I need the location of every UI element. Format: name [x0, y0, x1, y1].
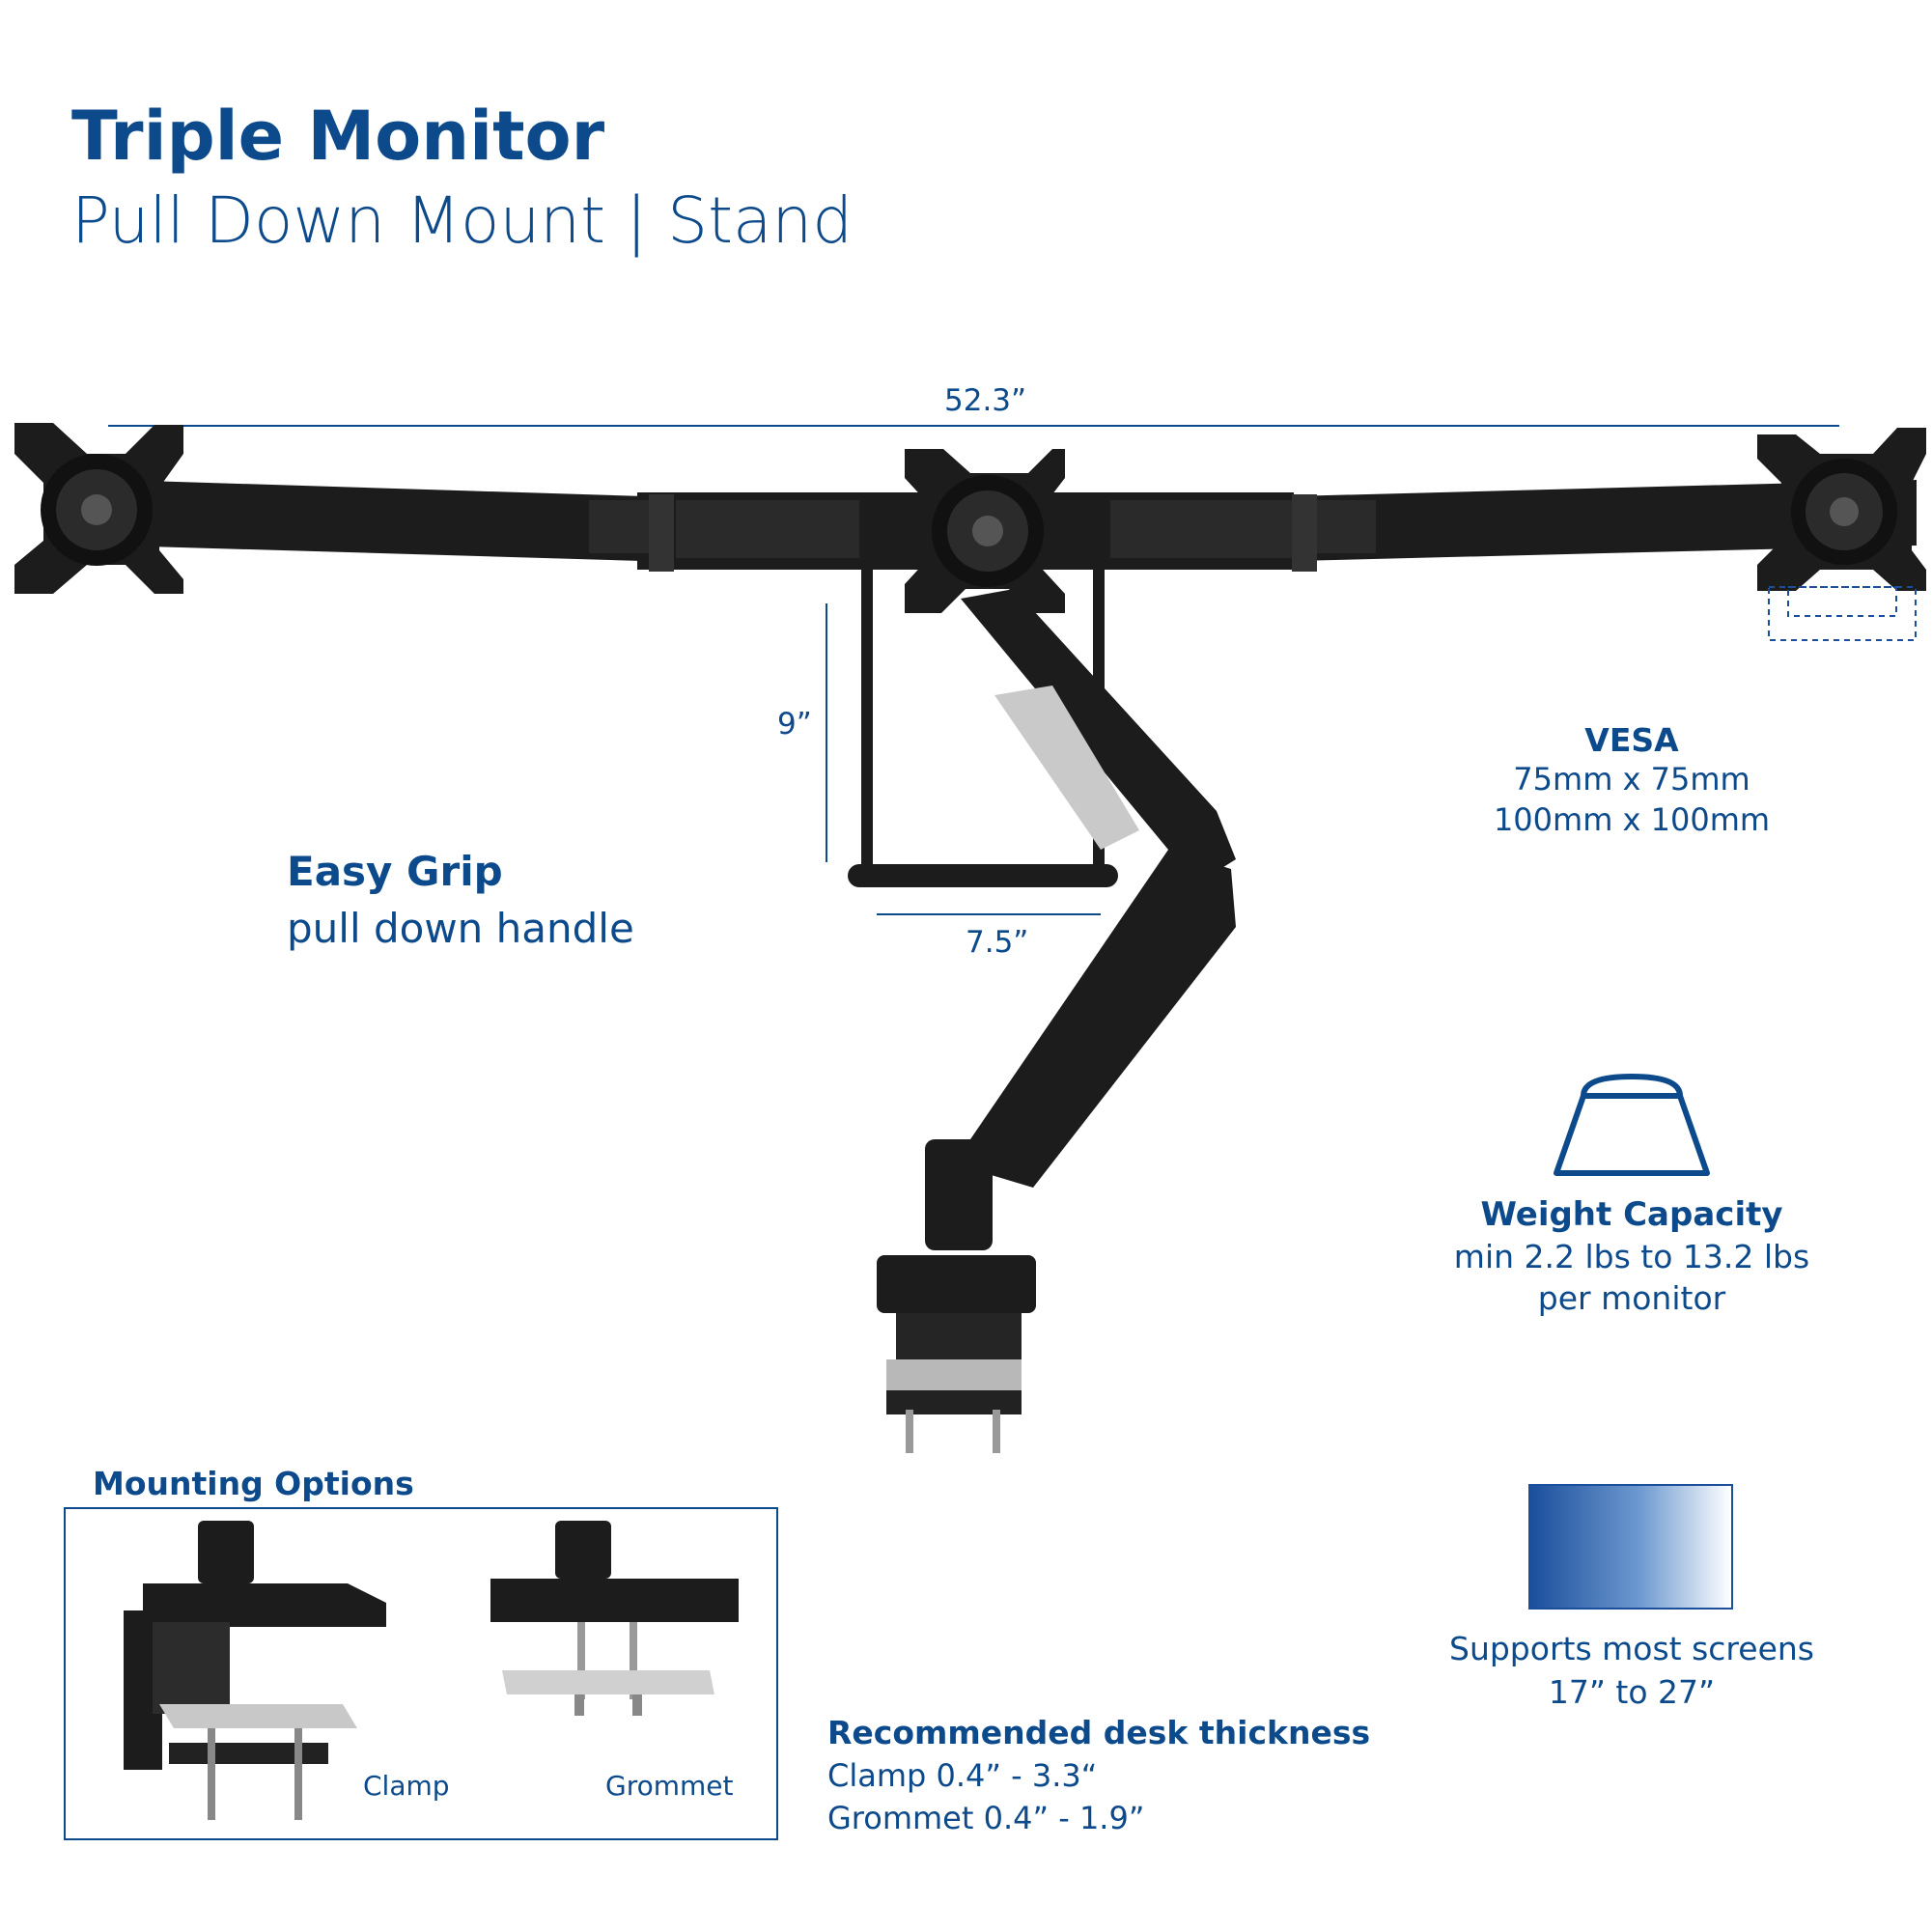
grommet-thickness: Grommet 0.4” - 1.9” [827, 1800, 1145, 1836]
vesa-plate-right [1757, 428, 1926, 591]
screen-support-text: Supports most screens [1449, 1630, 1814, 1667]
weight-capacity-title: Weight Capacity [1480, 1195, 1783, 1234]
weight-capacity-range: min 2.2 lbs to 13.2 lbs [1453, 1238, 1810, 1275]
width-dimension-label: 52.3” [944, 383, 1027, 418]
clamp-thickness: Clamp 0.4” - 3.3“ [827, 1757, 1098, 1794]
screen-size-icon [1528, 1484, 1733, 1610]
page-title: Triple Monitor [71, 97, 605, 176]
handle-width-dimension-label: 7.5” [966, 925, 1029, 960]
gas-spring-arm [877, 589, 1236, 1453]
weight-capacity-unit: per monitor [1537, 1279, 1726, 1317]
easy-grip-title: Easy Grip [287, 848, 503, 895]
page-subtitle: Pull Down Mount | Stand [71, 183, 854, 258]
screen-size-range: 17” to 27” [1548, 1673, 1716, 1711]
vesa-size-1: 75mm x 75mm [1513, 761, 1750, 798]
grommet-label: Grommet [605, 1770, 734, 1802]
vesa-plate-left [14, 423, 183, 594]
vesa-size-2: 100mm x 100mm [1493, 801, 1771, 838]
grommet-illustration [490, 1521, 739, 1716]
mounting-options-box [64, 1507, 778, 1840]
vesa-dashed-outline [1768, 586, 1917, 641]
easy-grip-text: pull down handle [287, 905, 634, 952]
weight-icon [1554, 1073, 1710, 1176]
clamp-label: Clamp [363, 1770, 450, 1802]
clamp-illustration [124, 1521, 386, 1820]
vesa-plate-center [905, 449, 1065, 613]
vesa-title: VESA [1584, 721, 1679, 759]
desk-thickness-title: Recommended desk thickness [827, 1714, 1371, 1751]
mounting-options-title: Mounting Options [93, 1465, 414, 1502]
height-dimension-label: 9” [777, 707, 812, 742]
